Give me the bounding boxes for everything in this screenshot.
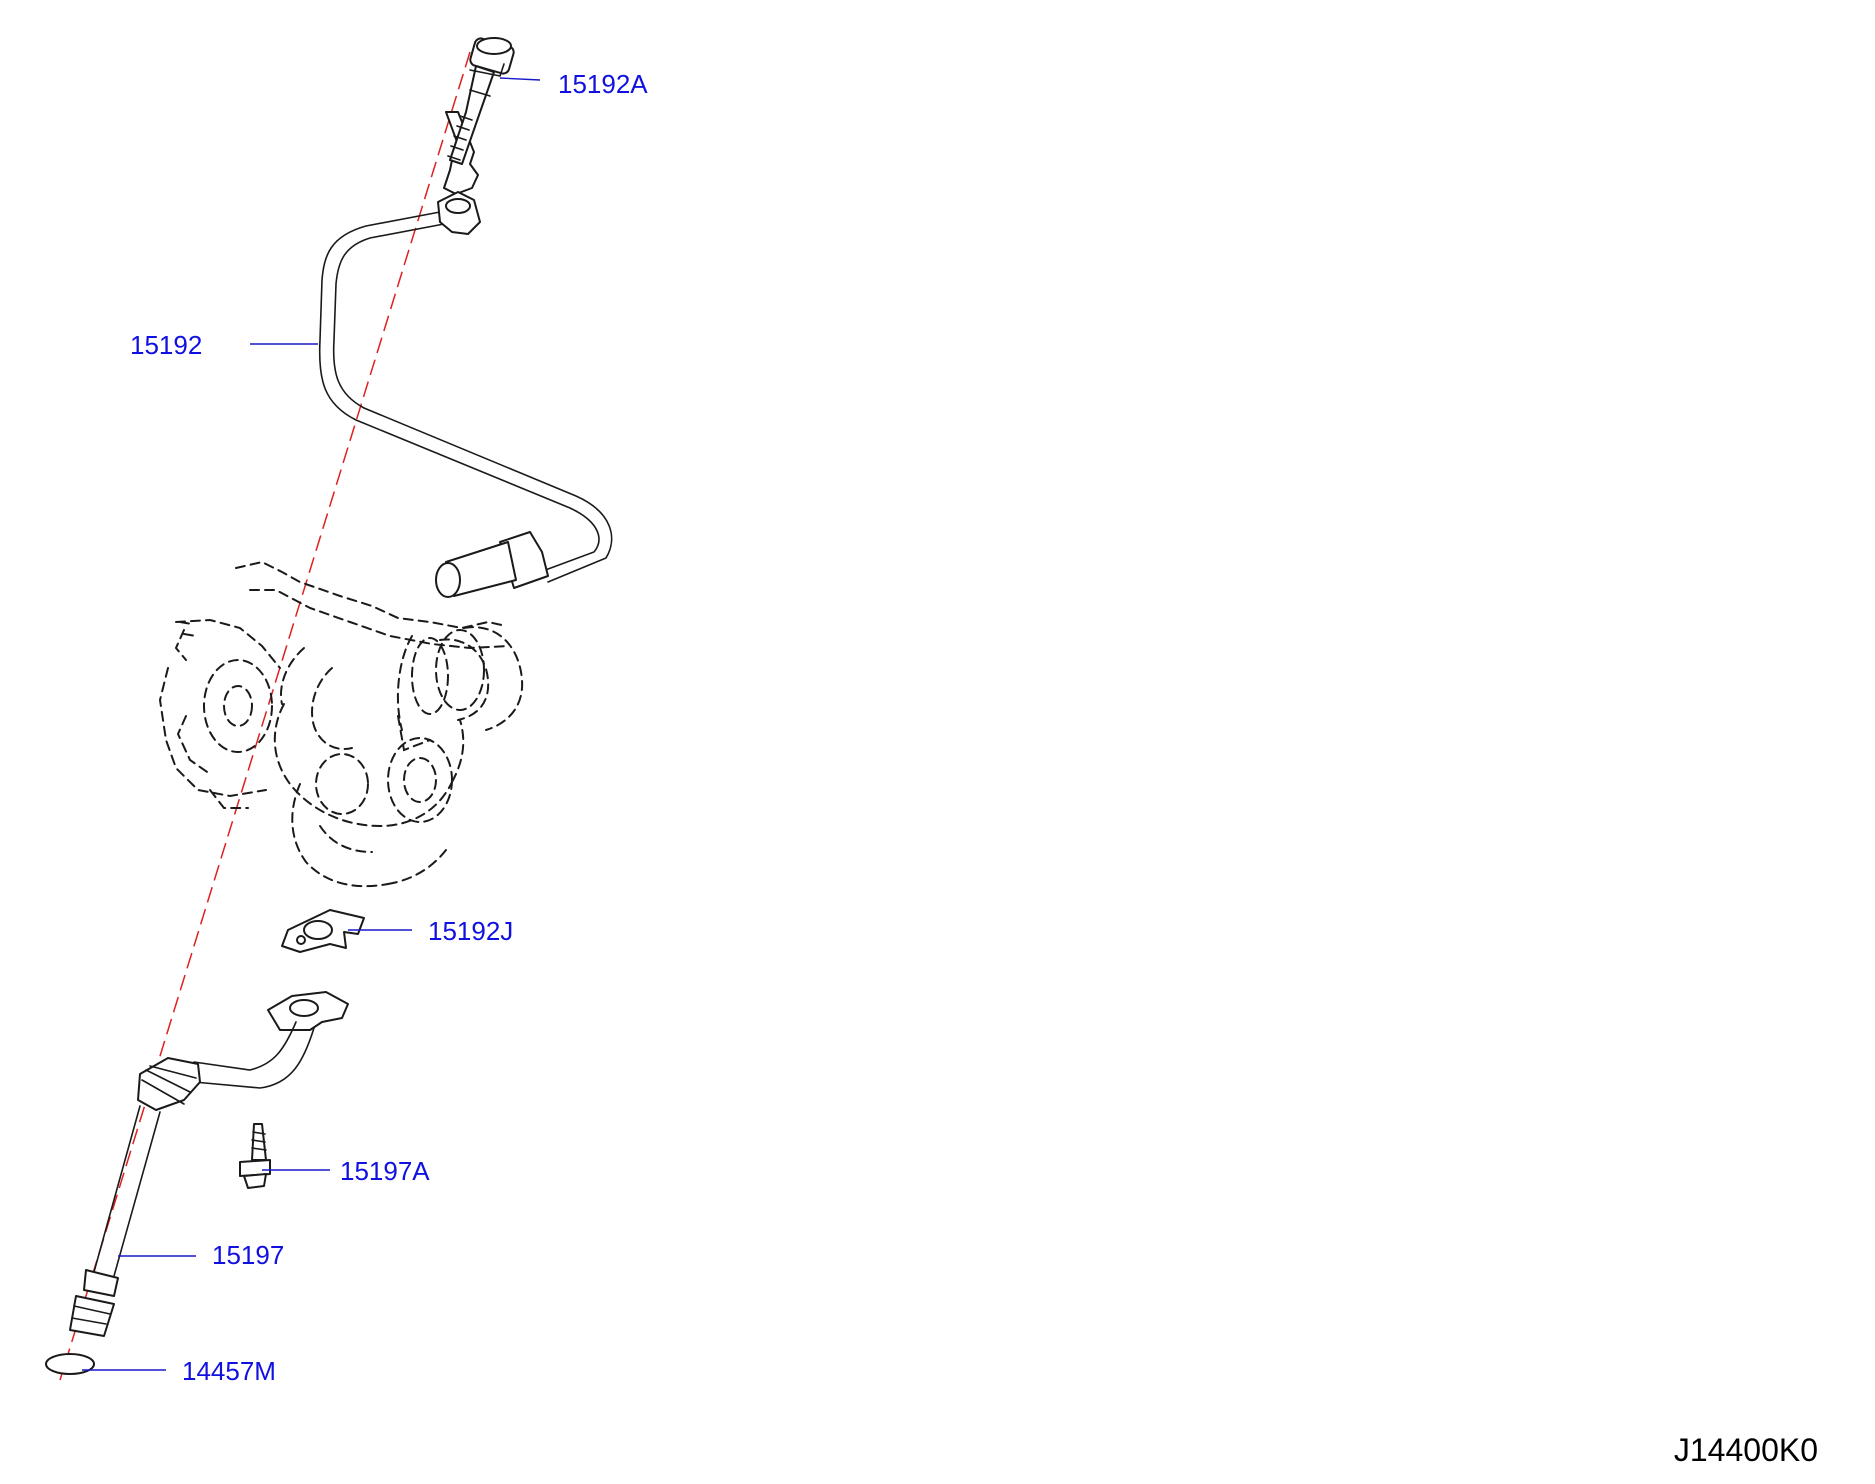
gasket-part [281,909,365,953]
callout-14457M[interactable]: 14457M [182,1356,276,1386]
oil-return-hose-part [69,991,349,1337]
banjo-bolt-part [443,37,515,195]
callout-15192[interactable]: 15192 [130,330,202,360]
callout-15192A[interactable]: 15192A [558,69,648,99]
oil-feed-pipe-part [318,191,613,598]
callout-15197[interactable]: 15197 [212,1240,284,1270]
turbocharger-outline [158,560,524,888]
callout-15192J[interactable]: 15192J [428,916,513,946]
callout-15197A[interactable]: 15197A [340,1156,430,1186]
diagram-code: J14400K0 [1674,1432,1818,1468]
o-ring-part [45,1353,95,1375]
assembly-centerline [59,51,471,1381]
leader-lines [82,77,541,1371]
bolt-part [239,1123,271,1189]
